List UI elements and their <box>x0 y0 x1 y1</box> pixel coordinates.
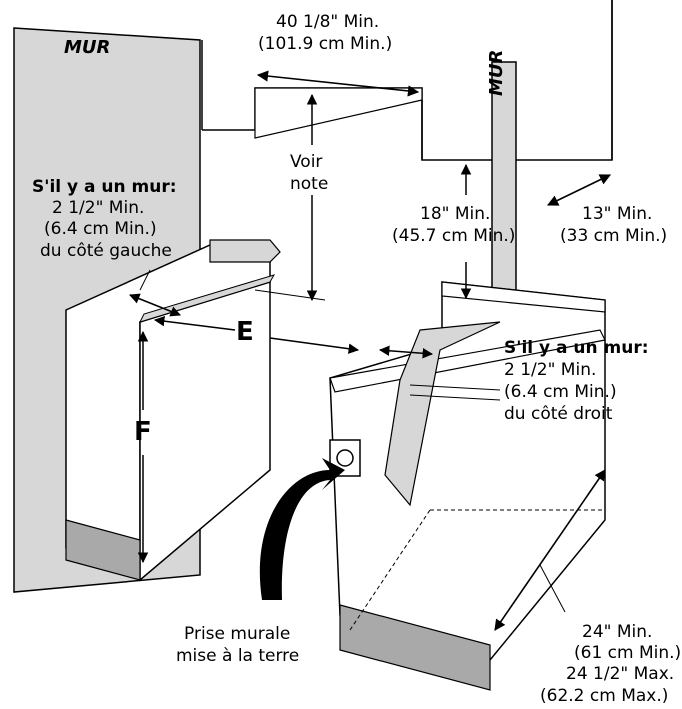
right-wall-note-title: S'il y a un mur: <box>504 338 649 358</box>
height-min-label: 18" Min. <box>420 204 491 224</box>
label-f: F <box>134 417 152 447</box>
bottom-max-label: 24 1/2" Max. <box>566 664 675 684</box>
right-wall-note-side: du côté droit <box>504 404 613 424</box>
right-wall-note-min: 2 1/2" Min. <box>504 360 597 380</box>
see-note-label-1: Voir <box>290 152 323 172</box>
top-width-arrow <box>256 70 420 97</box>
bottom-depth-arrow <box>494 469 606 631</box>
label-e: E <box>236 317 254 347</box>
see-note-label-2: note <box>290 174 329 194</box>
depth-min-cm-label: (33 cm Min.) <box>560 226 668 246</box>
upper-cabinet-face <box>254 87 423 139</box>
e-arrow-left <box>153 315 236 331</box>
outlet-label-2: mise à la terre <box>176 646 300 666</box>
right-wall-note-min-cm: (6.4 cm Min.) <box>504 382 617 402</box>
depth-min-label: 13" Min. <box>582 204 653 224</box>
right-wall-strip <box>491 61 517 313</box>
right-wall-label: MUR <box>486 49 507 96</box>
bottom-min-cm-label: (61 cm Min.) <box>574 643 682 663</box>
left-wall-note-min-cm: (6.4 cm Min.) <box>44 219 157 239</box>
height-min-cm-label: (45.7 cm Min.) <box>392 226 516 246</box>
left-wall-note-min: 2 1/2" Min. <box>52 198 145 218</box>
bottom-min-label: 24" Min. <box>582 622 653 642</box>
left-wall-label: MUR <box>64 37 111 58</box>
bottom-max-cm-label: (62.2 cm Max.) <box>540 686 669 706</box>
top-width-label: 40 1/8" Min. <box>276 12 380 32</box>
left-kickplate <box>65 519 141 581</box>
left-wall-note-title: S'il y a un mur: <box>32 177 177 197</box>
depth-arrow <box>546 174 612 206</box>
left-wall-gap-arrow <box>129 293 181 317</box>
outlet-label-1: Prise murale <box>184 624 291 644</box>
left-wall-note-side: du côté gauche <box>40 241 172 261</box>
e-arrow-right <box>269 337 360 354</box>
outlet-arrow <box>259 458 345 600</box>
right-wall-overlay <box>384 321 501 507</box>
right-wall-gap-arrow <box>378 345 434 359</box>
top-width-cm-label: (101.9 cm Min.) <box>258 34 393 54</box>
right-kickplate <box>339 604 491 691</box>
